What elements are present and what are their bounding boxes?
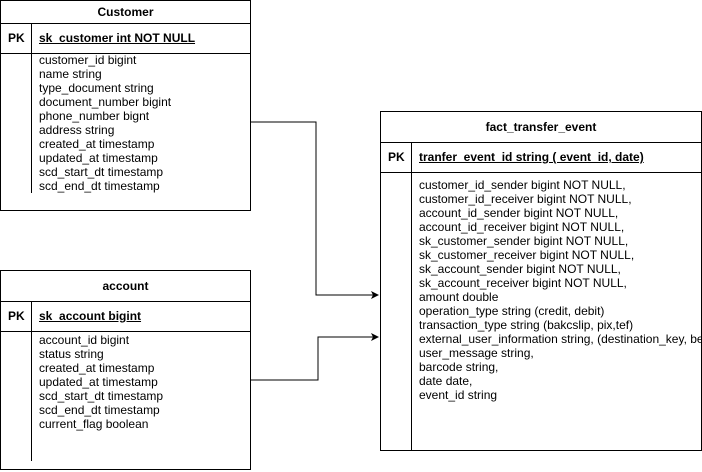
account-table-title: account — [1, 271, 250, 302]
field-row: type_document string — [39, 81, 154, 95]
field-row: phone_number bignt — [39, 109, 150, 123]
field-row: document_number bigint — [39, 95, 172, 109]
field-row: date date, — [419, 374, 473, 388]
field-row: status string — [39, 347, 104, 361]
field-row: customer_id_receiver bigint NOT NULL, — [419, 192, 632, 206]
customer-column-divider — [31, 23, 32, 193]
field-row: created_at timestamp — [39, 137, 155, 151]
field-row: updated_at timestamp — [39, 375, 158, 389]
fact-table-title: fact_transfer_event — [381, 112, 701, 143]
account-table[interactable]: account PK sk_account bigint account_id … — [0, 270, 251, 470]
customer-pk-row: PK sk_customer int NOT NULL — [1, 23, 250, 54]
fact-field-list: customer_id_sender bigint NOT NULL, cust… — [419, 178, 701, 402]
account-field-list: account_id bigint status string created_… — [39, 333, 250, 431]
field-row: user_message string, — [419, 346, 534, 360]
fact-pk-field: tranfer_event_id string ( event_id, date… — [419, 150, 644, 164]
field-row: sk_account_receiver bigint NOT NULL, — [419, 276, 627, 290]
field-row: sk_customer_sender bigint NOT NULL, — [419, 234, 629, 248]
field-row: created_at timestamp — [39, 361, 155, 375]
field-row: customer_id bigint — [39, 53, 137, 67]
field-row: scd_end_dt timestamp — [39, 403, 160, 417]
field-row: amount double — [419, 290, 499, 304]
field-row: barcode string, — [419, 360, 499, 374]
fact-column-divider — [411, 142, 412, 450]
customer-field-list: customer_id bigint name string type_docu… — [39, 53, 250, 193]
field-row: event_id string — [419, 388, 498, 402]
field-row: sk_customer_receiver bigint NOT NULL, — [419, 248, 635, 262]
field-row: account_id bigint — [39, 333, 130, 347]
account-pk-label: PK — [8, 309, 25, 323]
customer-to-fact-connector — [250, 121, 379, 299]
field-row: name string — [39, 67, 102, 81]
field-row: current_flag boolean — [39, 417, 149, 431]
field-row: updated_at timestamp — [39, 151, 158, 165]
field-row: scd_end_dt timestamp — [39, 179, 160, 193]
account-column-divider — [31, 301, 32, 461]
field-row: account_id_receiver bigint NOT NULL, — [419, 220, 625, 234]
field-row: sk_account_sender bigint NOT NULL, — [419, 262, 621, 276]
fact-transfer-event-table[interactable]: fact_transfer_event PK tranfer_event_id … — [380, 111, 702, 451]
field-row: scd_start_dt timestamp — [39, 165, 164, 179]
field-row: customer_id_sender bigint NOT NULL, — [419, 178, 626, 192]
account-pk-row: PK sk_account bigint — [1, 301, 250, 332]
field-row: scd_start_dt timestamp — [39, 389, 164, 403]
customer-pk-label: PK — [8, 31, 25, 45]
field-row: address string — [39, 123, 115, 137]
customer-table-title: Customer — [1, 1, 250, 24]
field-row: external_user_information string, (desti… — [419, 332, 702, 346]
field-row: account_id_sender bigint NOT NULL, — [419, 206, 619, 220]
field-row: transaction_type string (bakcslip, pix,t… — [419, 318, 634, 332]
customer-table[interactable]: Customer PK sk_customer int NOT NULL cus… — [0, 0, 251, 211]
field-row: operation_type string (credit, debit) — [419, 304, 605, 318]
customer-pk-field: sk_customer int NOT NULL — [39, 31, 196, 45]
account-pk-field: sk_account bigint — [39, 309, 142, 323]
fact-pk-row: PK tranfer_event_id string ( event_id, d… — [381, 142, 701, 173]
fact-pk-label: PK — [388, 150, 405, 164]
account-to-fact-connector — [250, 333, 379, 381]
